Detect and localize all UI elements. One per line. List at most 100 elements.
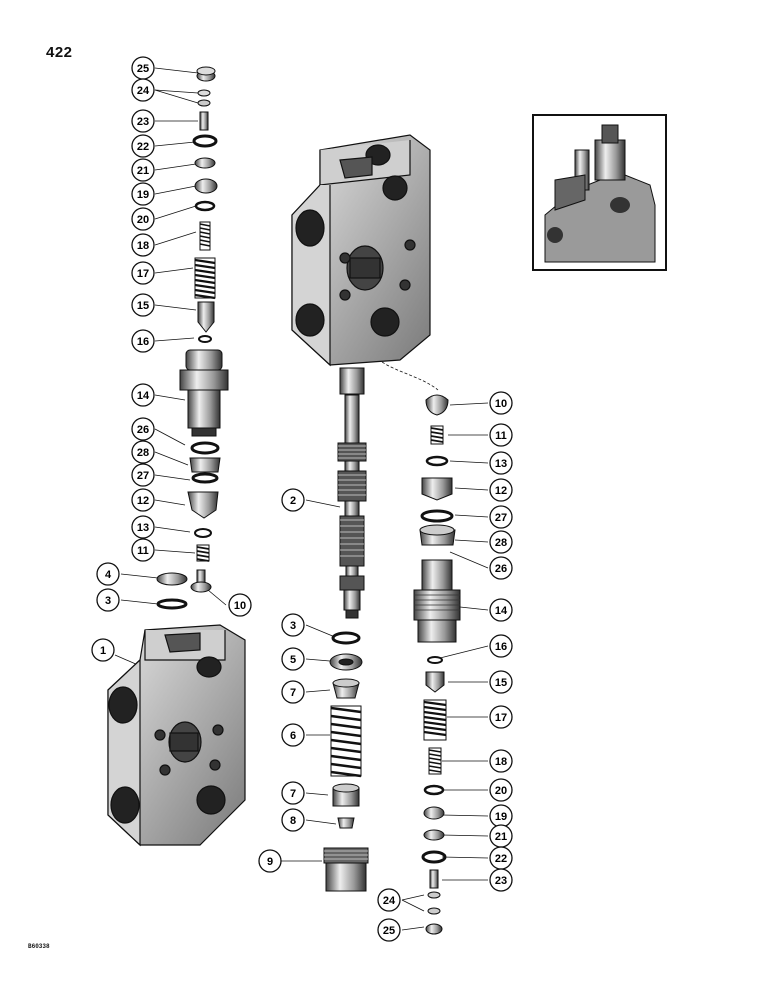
- callout-circle: [489, 598, 513, 622]
- callout-14: 14: [131, 383, 155, 407]
- callout-circle: [489, 478, 513, 502]
- callout-circle: [131, 417, 155, 441]
- callout-10: 10: [228, 593, 252, 617]
- callout-label: 17: [495, 712, 507, 724]
- callout-label: 23: [137, 116, 149, 128]
- callout-circle: [489, 391, 513, 415]
- callout-label: 24: [383, 895, 396, 907]
- callout-circle: [131, 134, 155, 158]
- callout-label: 9: [267, 856, 273, 868]
- callout-circle: [281, 647, 305, 671]
- callout-label: 25: [383, 925, 395, 937]
- callout-16: 16: [131, 329, 155, 353]
- callout-circle: [489, 705, 513, 729]
- callout-26: 26: [131, 417, 155, 441]
- callout-circle: [489, 423, 513, 447]
- callout-circle: [131, 261, 155, 285]
- page-number: 422: [46, 44, 73, 61]
- callout-25: 25: [377, 918, 401, 942]
- reference-code: B60338: [28, 943, 50, 950]
- valve-body-center: [291, 134, 431, 367]
- callout-label: 1: [100, 645, 106, 657]
- callout-label: 21: [137, 165, 149, 177]
- callout-circle: [131, 182, 155, 206]
- callout-label: 11: [495, 430, 507, 442]
- callout-label: 6: [290, 730, 296, 742]
- callout-22: 22: [489, 846, 513, 870]
- callout-circle: [377, 888, 401, 912]
- callout-20: 20: [131, 207, 155, 231]
- callout-circle: [131, 515, 155, 539]
- callout-circle: [281, 781, 305, 805]
- callout-circle: [131, 538, 155, 562]
- callout-circle: [131, 293, 155, 317]
- callout-label: 14: [137, 390, 150, 402]
- callout-label: 13: [137, 522, 149, 534]
- callout-circle: [258, 849, 282, 873]
- callout-11: 11: [489, 423, 513, 447]
- callout-label: 5: [290, 654, 296, 666]
- callout-3: 3: [96, 588, 120, 612]
- callout-label: 27: [495, 512, 507, 524]
- callout-label: 24: [137, 85, 150, 97]
- callout-14: 14: [489, 598, 513, 622]
- callout-28: 28: [131, 440, 155, 464]
- callout-23: 23: [131, 109, 155, 133]
- callout-7: 7: [281, 781, 305, 805]
- callout-24: 24: [377, 888, 401, 912]
- callout-27: 27: [489, 505, 513, 529]
- callout-27: 27: [131, 463, 155, 487]
- callout-circle: [281, 680, 305, 704]
- callout-label: 15: [137, 300, 149, 312]
- callout-label: 3: [290, 620, 296, 632]
- callout-17: 17: [489, 705, 513, 729]
- callout-23: 23: [489, 868, 513, 892]
- callout-circle: [489, 749, 513, 773]
- callout-label: 28: [495, 537, 507, 549]
- callout-circle: [131, 233, 155, 257]
- callout-7: 7: [281, 680, 305, 704]
- callout-label: 22: [495, 853, 507, 865]
- callout-circle: [281, 613, 305, 637]
- callout-3: 3: [281, 613, 305, 637]
- leader-lines: [114, 67, 489, 931]
- callout-circle: [131, 440, 155, 464]
- callout-21: 21: [489, 824, 513, 848]
- callout-12: 12: [489, 478, 513, 502]
- callout-label: 14: [495, 605, 508, 617]
- callout-label: 7: [290, 687, 296, 699]
- callout-circle: [131, 329, 155, 353]
- callout-label: 26: [137, 424, 149, 436]
- callout-21: 21: [131, 158, 155, 182]
- callout-circle: [96, 562, 120, 586]
- callout-label: 27: [137, 470, 149, 482]
- left-parts-stack: [156, 66, 229, 610]
- callout-circle: [489, 634, 513, 658]
- callout-15: 15: [489, 670, 513, 694]
- callout-26: 26: [489, 556, 513, 580]
- callout-label: 13: [495, 458, 507, 470]
- callout-25: 25: [131, 56, 155, 80]
- callout-label: 21: [495, 831, 507, 843]
- callout-circle: [131, 158, 155, 182]
- callout-label: 19: [495, 811, 507, 823]
- callout-16: 16: [489, 634, 513, 658]
- callout-circle: [131, 463, 155, 487]
- callout-5: 5: [281, 647, 305, 671]
- callout-label: 3: [105, 595, 111, 607]
- callout-10: 10: [489, 391, 513, 415]
- callout-18: 18: [131, 233, 155, 257]
- spool-stack: [323, 367, 369, 892]
- callout-12: 12: [131, 488, 155, 512]
- callout-2: 2: [281, 488, 305, 512]
- callout-9: 9: [258, 849, 282, 873]
- callout-17: 17: [131, 261, 155, 285]
- callout-label: 28: [137, 447, 149, 459]
- callout-circle: [228, 593, 252, 617]
- callout-label: 18: [137, 240, 149, 252]
- right-parts-stack: [413, 394, 461, 935]
- callout-label: 17: [137, 268, 149, 280]
- callout-label: 26: [495, 563, 507, 575]
- callout-1: 1: [91, 638, 115, 662]
